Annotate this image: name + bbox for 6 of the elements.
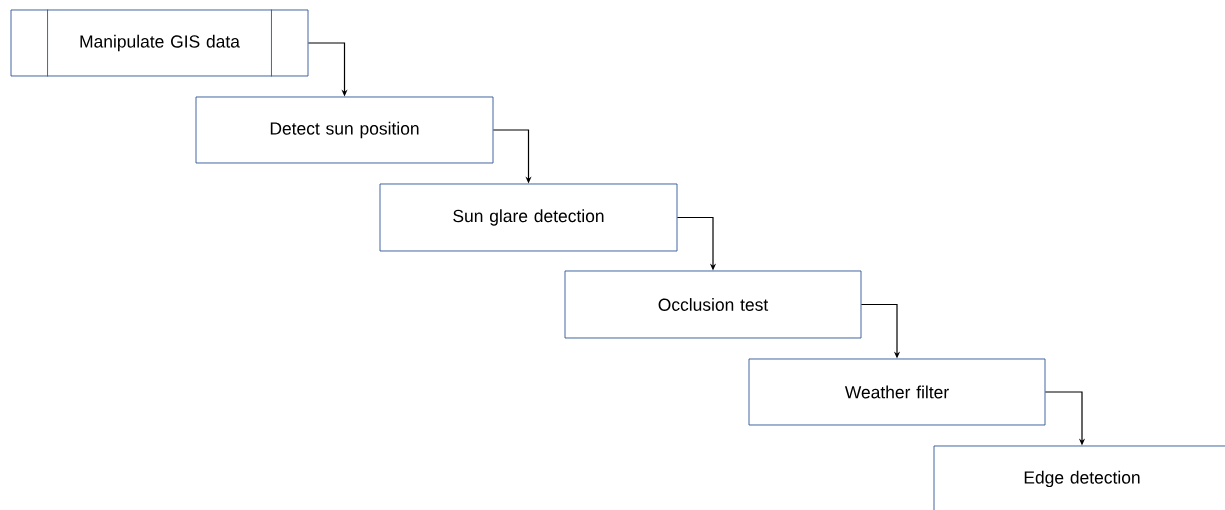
process-box: Detect sun position <box>195 96 494 164</box>
process-box: Edge detection <box>933 445 1225 510</box>
process-box: Sun glare detection <box>379 183 678 252</box>
process-box: Occlusion test <box>564 270 862 339</box>
predefined-process-box: Manipulate GIS data <box>10 9 309 77</box>
process-box: Weather filter <box>748 358 1046 426</box>
